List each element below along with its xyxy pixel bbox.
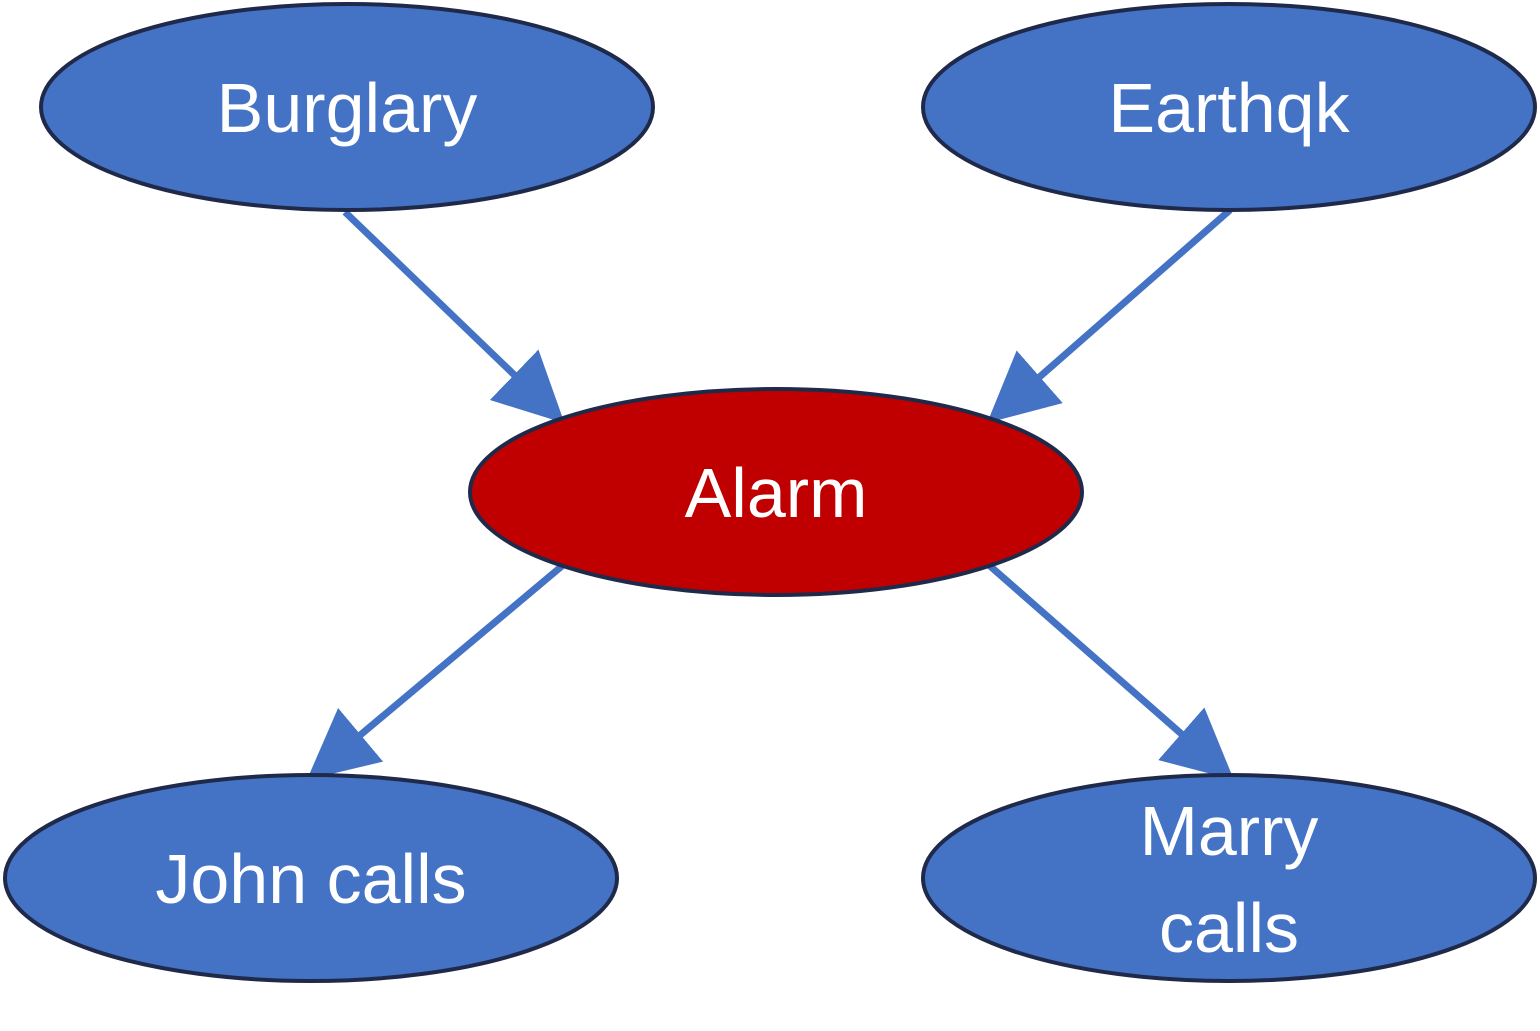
node-alarm-label: Alarm (685, 454, 868, 532)
node-john-calls[interactable]: John calls (3, 773, 619, 983)
node-john-calls-shape (3, 773, 619, 983)
edge-alarm-to-john-calls (306, 563, 565, 780)
edge-alarm-to-marry-calls (987, 563, 1234, 780)
node-alarm[interactable]: Alarm (468, 387, 1084, 597)
node-marry-calls-shape (921, 773, 1537, 983)
edges (306, 207, 1234, 780)
node-burglary-label: Burglary (217, 69, 478, 147)
node-john-calls-label: John calls (155, 840, 466, 918)
node-alarm-shape (468, 387, 1084, 597)
node-marry-calls-label-line2: calls (1159, 889, 1299, 967)
node-burglary[interactable]: Burglary (39, 2, 655, 212)
node-earthquake-shape (921, 2, 1537, 212)
edge-burglary-to-alarm (342, 209, 565, 424)
node-marry-calls[interactable]: Marry calls (921, 773, 1537, 983)
edge-earthquake-to-alarm (987, 207, 1233, 423)
node-marry-calls-label-line1: Marry (1140, 792, 1319, 870)
node-earthquake-label: Earthqk (1108, 69, 1350, 147)
node-earthquake[interactable]: Earthqk (921, 2, 1537, 212)
node-burglary-shape (39, 2, 655, 212)
